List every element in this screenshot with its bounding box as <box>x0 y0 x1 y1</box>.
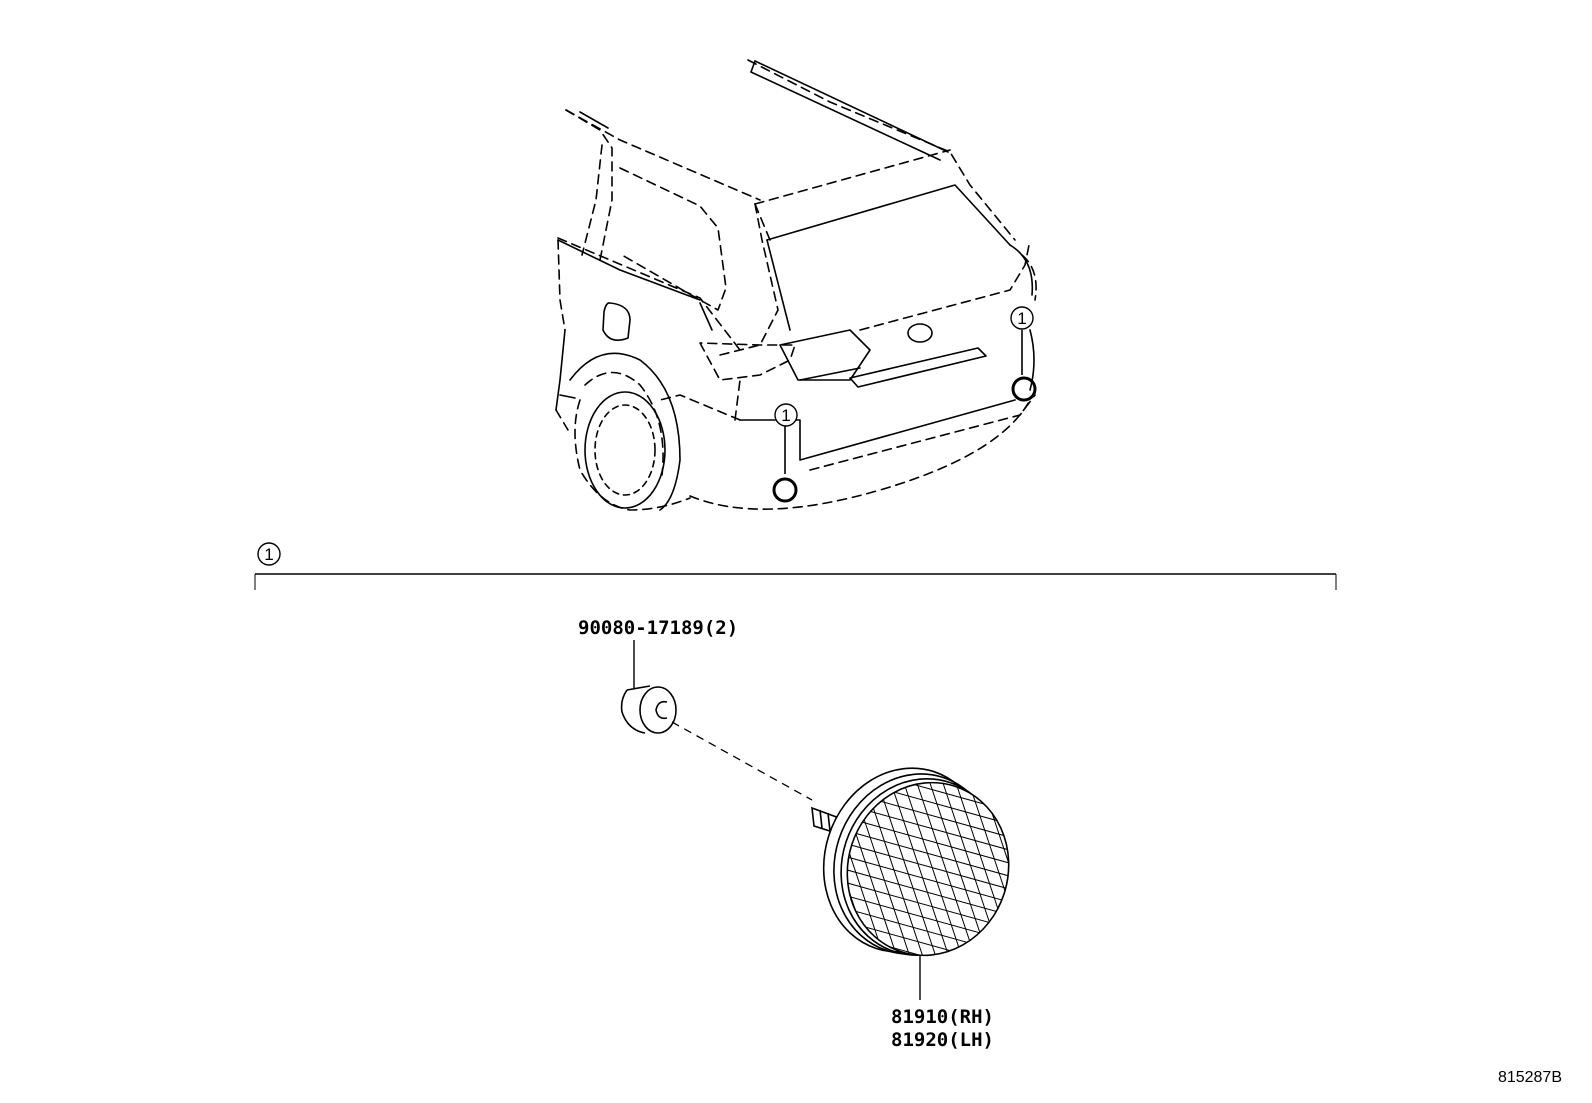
svg-text:1: 1 <box>781 406 790 425</box>
bolt-part <box>620 640 677 734</box>
reflector-part <box>811 767 1010 957</box>
svg-text:1: 1 <box>1017 309 1026 328</box>
vehicle-outline <box>555 59 1037 511</box>
vehicle-callout-right: 1 <box>1010 306 1034 330</box>
section-bracket <box>254 573 1337 590</box>
assembly-line <box>671 721 813 801</box>
diagram-id: 815287B <box>1498 1069 1562 1086</box>
reflector-rh-part-number: 81910(RH) <box>891 1006 994 1028</box>
section-callout: 1 <box>257 542 281 566</box>
vehicle-reflector-left <box>772 424 798 503</box>
bolt-part-number: 90080-17189(2) <box>578 617 738 639</box>
vehicle-callout-left: 1 <box>774 403 798 427</box>
svg-text:1: 1 <box>264 545 273 564</box>
reflector-lh-part-number: 81920(LH) <box>891 1029 994 1051</box>
vehicle-reflector-right <box>1011 330 1037 402</box>
